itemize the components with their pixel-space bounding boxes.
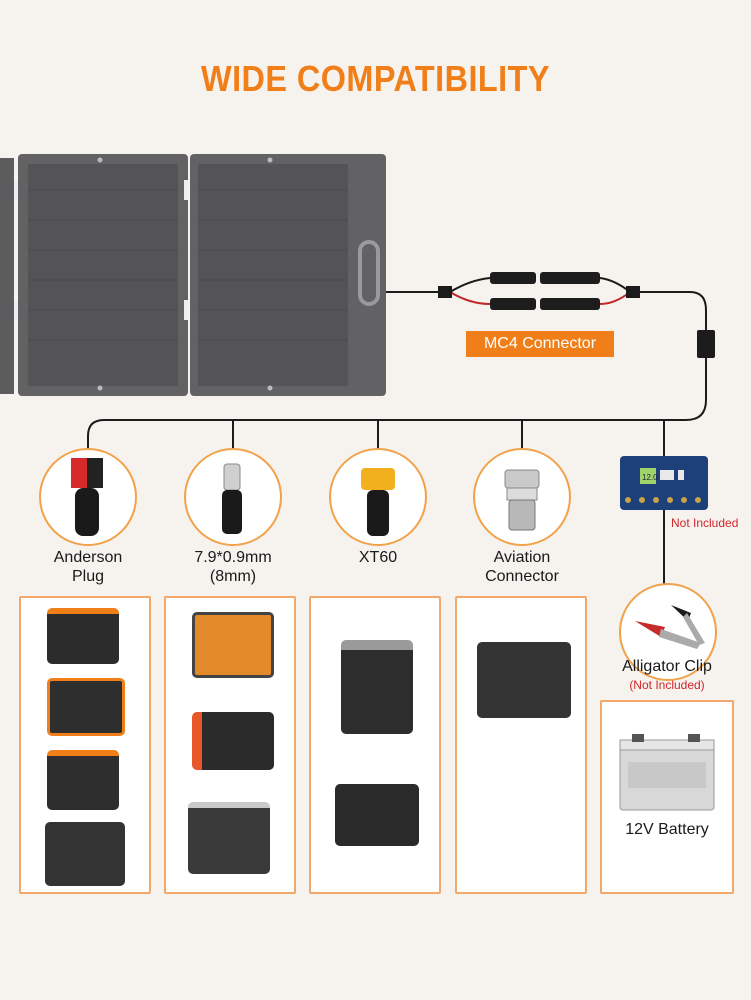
xt60-devices-panel: [309, 596, 441, 894]
aviation-devices-panel: [455, 596, 587, 894]
alligator-clip-label: Alligator Clip: [622, 658, 712, 675]
xt60-plug-icon: [329, 448, 427, 546]
charge-controller-icon: 12.0: [620, 456, 708, 510]
xt60-label: XT60: [358, 549, 398, 566]
svg-text:12.0: 12.0: [642, 473, 658, 482]
battery-panel: 12V Battery: [600, 700, 734, 894]
battery-icon: [619, 734, 715, 811]
controller-not-included: Not Included: [671, 516, 739, 530]
aviation-connector-icon: [473, 448, 571, 546]
anderson-devices-panel: [19, 596, 151, 894]
solar-panel-icon: [0, 154, 386, 396]
dc-barrel-plug-icon: [184, 448, 282, 546]
battery-label: 12V Battery: [625, 821, 709, 838]
page-title: WIDE COMPATIBILITY: [201, 58, 550, 99]
alligator-clip-icon: [619, 583, 717, 681]
barrel-devices-panel: [164, 596, 296, 894]
anderson-plug-icon: [39, 448, 137, 546]
alligator-not-included: (Not Included): [629, 678, 705, 692]
dc-barrel-label: 7.9*0.9mm(8mm): [194, 549, 272, 585]
mc4-connector-label: MC4 Connector: [466, 331, 614, 357]
